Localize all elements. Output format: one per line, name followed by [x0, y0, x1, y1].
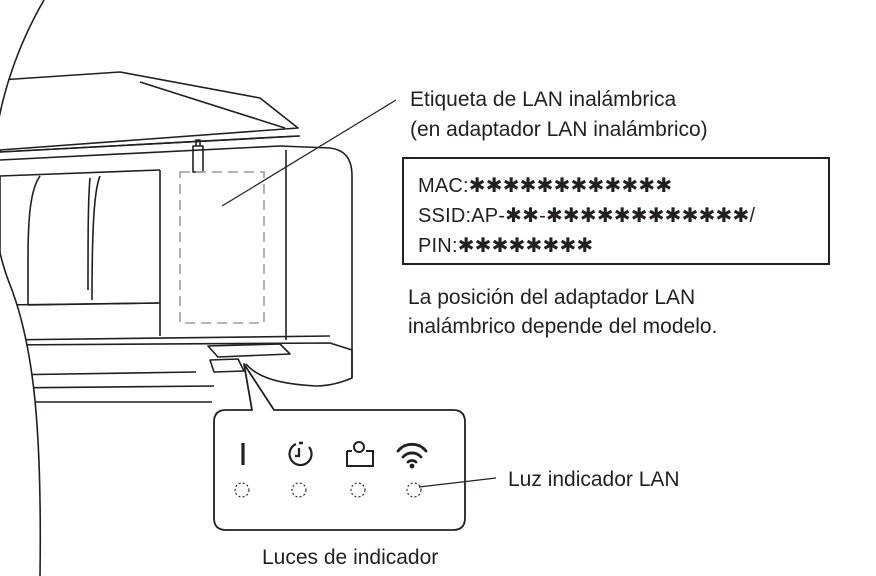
unit-top-panel — [0, 71, 299, 153]
indicator-window — [207, 343, 291, 373]
position-note-line1: La posición del adaptador LAN — [408, 286, 696, 309]
wireless-lan-label-line1: Etiqueta de LAN inalámbrica — [410, 88, 677, 111]
unit-cabinet — [0, 135, 353, 420]
lan-lamp — [406, 482, 422, 498]
lan-light-leader — [418, 477, 497, 488]
mac-line: MAC:✱✱✱✱✱✱✱✱✱✱✱✱ — [418, 175, 673, 197]
adapter-position-note: La posición del adaptador LAN inalámbric… — [408, 284, 717, 342]
eco-icon — [346, 441, 374, 467]
position-note-line2: inalámbrico depende del modelo. — [408, 315, 718, 338]
lan-indicator-light-caption: Luz indicador LAN — [508, 468, 680, 491]
timer-icon — [288, 441, 313, 467]
power-lamp — [234, 482, 250, 498]
ssid-line: SSID:AP-✱✱-✱✱✱✱✱✱✱✱✱✱✱✱/ — [418, 205, 756, 227]
mac-label-box: MAC:✱✱✱✱✱✱✱✱✱✱✱✱ SSID:AP-✱✱-✱✱✱✱✱✱✱✱✱✱✱✱… — [402, 157, 830, 265]
adapter-tab — [192, 139, 204, 173]
indicator-callout-bubble — [213, 363, 466, 531]
eco-lamp — [350, 482, 366, 498]
wireless-lan-label-line2: (en adaptador LAN inalámbrico) — [410, 118, 708, 141]
timer-lamp — [291, 482, 307, 498]
wireless-label-leader — [221, 99, 397, 207]
magnifier-arc — [0, 0, 45, 576]
wireless-lan-label-caption: Etiqueta de LAN inalámbrica (en adaptado… — [410, 86, 708, 146]
pin-line: PIN:✱✱✱✱✱✱✱✱ — [418, 235, 594, 257]
wifi-icon — [396, 442, 428, 469]
indicator-lights-caption: Luces de indicador — [262, 546, 439, 569]
adapter-position-outline — [179, 171, 265, 324]
